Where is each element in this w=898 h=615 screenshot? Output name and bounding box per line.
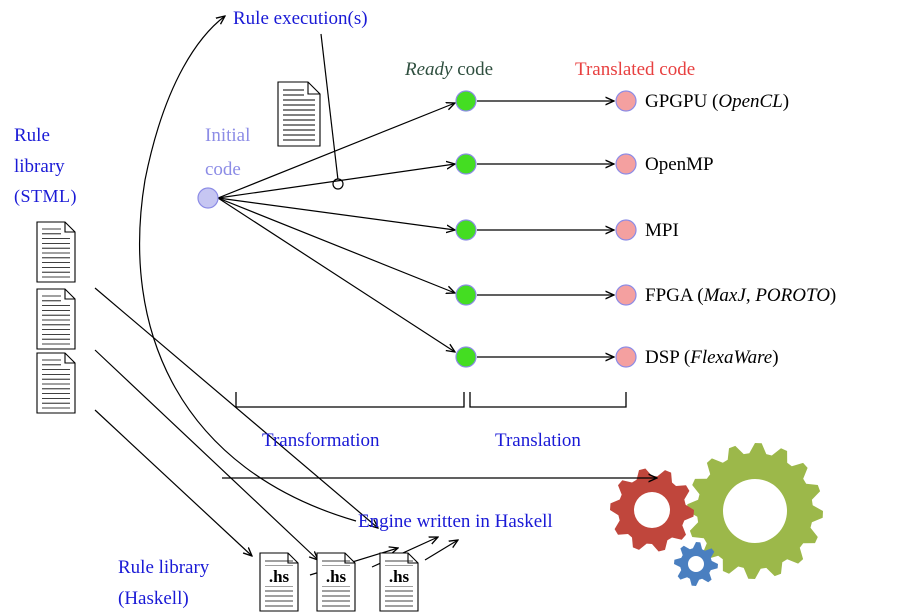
translated-node-1 [615,90,637,112]
engine-label: Engine written in Haskell [358,511,553,532]
ready-node-1 [455,90,477,112]
target-gpgpu: GPGPU (OpenCL) [645,91,789,112]
target-dsp: DSP (FlexaWare) [645,347,779,368]
initial-code-label-line2: code [205,159,241,180]
ready-code-nodes [455,90,477,368]
rule-library-haskell-line2: (Haskell) [118,588,189,609]
translation-edges [477,101,614,357]
rule-library-haskell-line1: Rule library [118,557,210,578]
hs-file-icon-3: .hs [379,552,419,612]
hs-extension-label: .hs [269,567,290,586]
haskell-file-stack: .hs .hs .hs [259,552,419,612]
translated-node-3 [615,219,637,241]
hs-extension-label: .hs [389,567,410,586]
translation-label: Translation [495,430,581,451]
brace-translation [469,392,627,408]
stml-document-icon [36,352,76,414]
hs-file-icon-2: .hs [316,552,356,612]
ready-node-2 [455,153,477,175]
rule-library-stml-line2: library [14,156,65,177]
rule-library-stml-line3: (STML) [14,186,77,207]
ready-code-rest: code [452,59,493,80]
hs-extension-label: .hs [326,567,347,586]
brace-transformation [235,392,465,408]
rule-execution-label: Rule execution(s) [233,8,368,29]
target-openmp: OpenMP [645,154,714,175]
transformation-edges [217,103,455,352]
rule-library-stml-line1: Rule [14,125,50,146]
translated-node-4 [615,284,637,306]
large-gear-icon [687,443,823,579]
rule-execution-curve [139,16,357,522]
stml-document-icon [36,221,76,283]
ready-node-3 [455,219,477,241]
transformation-label: Transformation [262,430,380,451]
initial-code-node [197,187,219,209]
translated-node-5 [615,346,637,368]
translated-node-2 [615,153,637,175]
medium-gear-icon [610,468,694,552]
document-icon [277,81,321,147]
stml-document-icon [36,288,76,350]
ready-code-italic: Ready [404,59,453,80]
target-fpga: FPGA (MaxJ, POROTO) [645,285,836,306]
rule-execution-pointer [320,33,339,181]
translated-code-heading: Translated code [575,59,695,80]
ready-node-5 [455,346,477,368]
gears-graphic [610,443,823,586]
target-mpi: MPI [645,220,679,241]
small-gear-icon [674,542,718,586]
hs-file-icon-1: .hs [259,552,299,612]
ready-node-4 [455,284,477,306]
translated-code-nodes [615,90,637,368]
stml-document-stack [36,221,76,414]
initial-code-label-line1: Initial [205,125,250,146]
ready-code-heading: Ready code [404,59,493,80]
